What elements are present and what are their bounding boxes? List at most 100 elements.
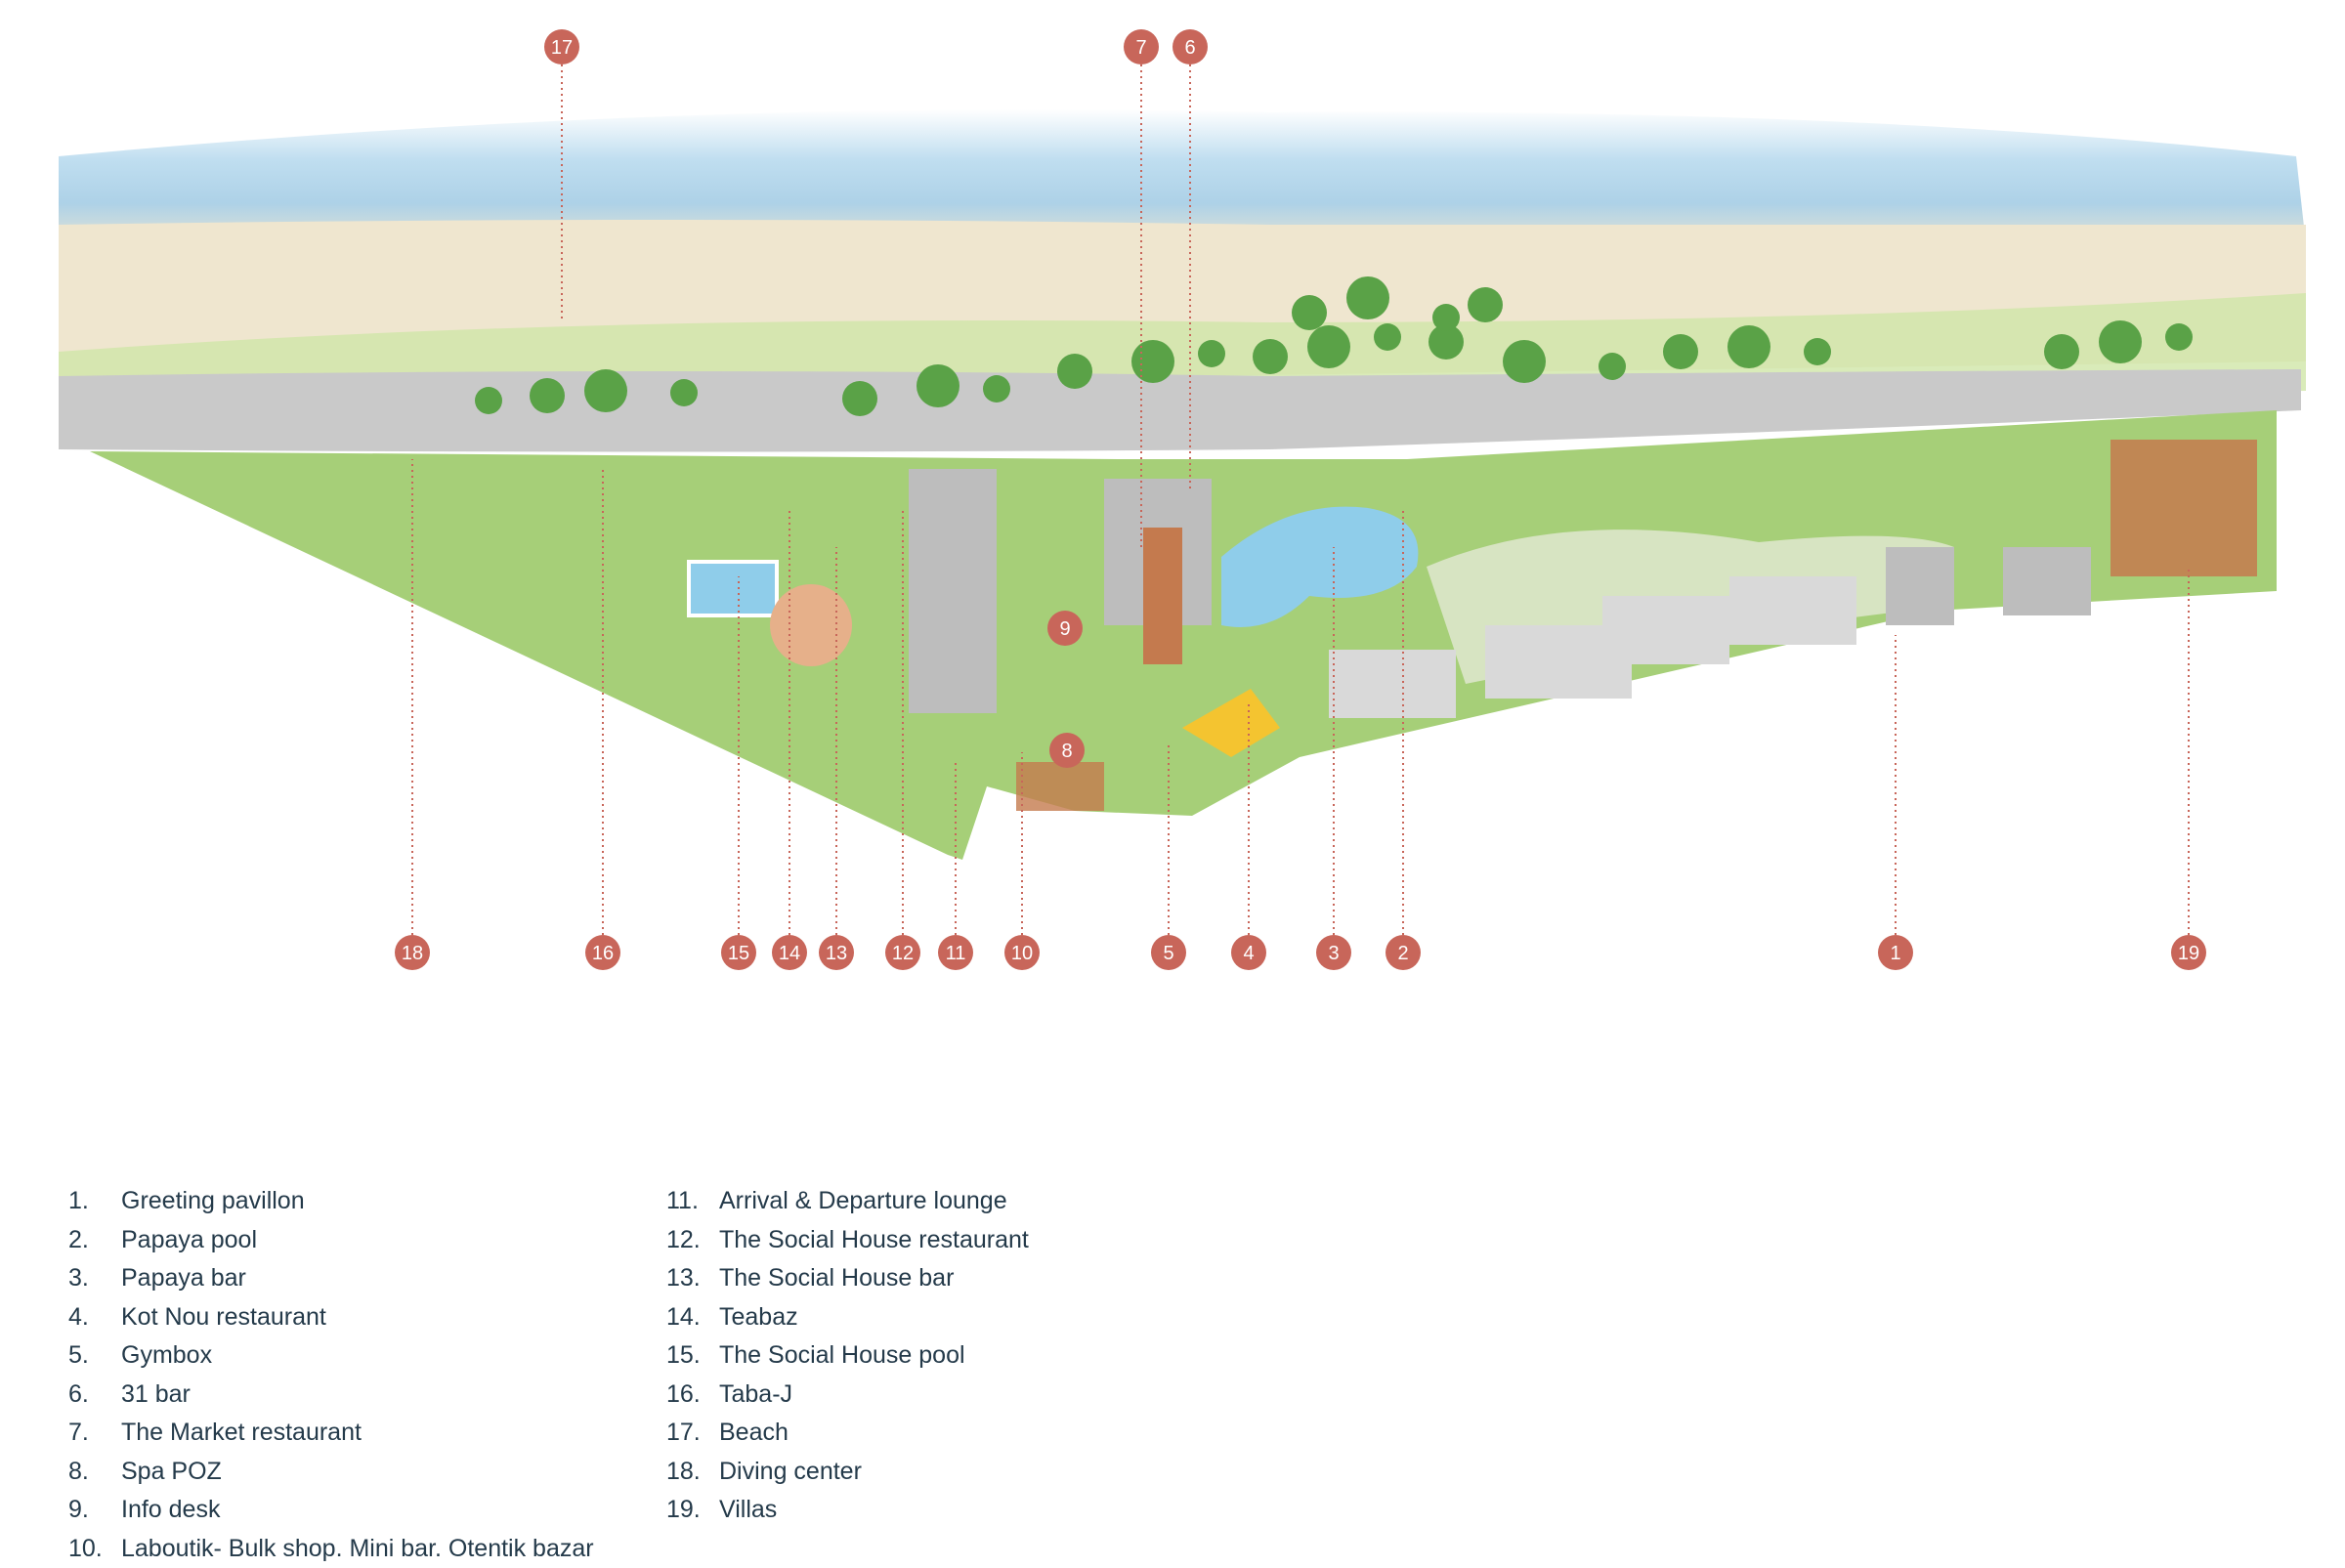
legend-item: 14.Teabaz — [666, 1298, 1029, 1337]
legend-item: 12.The Social House restaurant — [666, 1221, 1029, 1260]
legend-label: Arrival & Departure lounge — [719, 1187, 1007, 1215]
tree — [2099, 320, 2142, 363]
legend-number: 7. — [68, 1419, 121, 1447]
legend-item: 9.Info desk — [68, 1491, 594, 1530]
tree — [1346, 276, 1389, 319]
marker-label-6: 6 — [1184, 37, 1195, 59]
legend-item: 11.Arrival & Departure lounge — [666, 1182, 1029, 1221]
marker-label-2: 2 — [1397, 943, 1408, 964]
legend-item: 18.Diving center — [666, 1453, 1029, 1492]
marker-label-18: 18 — [402, 943, 423, 964]
main-building — [909, 469, 997, 713]
legend-label: 31 bar — [121, 1380, 191, 1409]
legend-number: 15. — [666, 1341, 719, 1370]
legend-number: 4. — [68, 1303, 121, 1332]
legend-label: Laboutik- Bulk shop. Mini bar. Otentik b… — [121, 1535, 594, 1563]
legend-label: Villas — [719, 1496, 777, 1524]
legend-number: 13. — [666, 1264, 719, 1293]
legend-item: 16.Taba-J — [666, 1376, 1029, 1415]
legend-label: The Social House bar — [719, 1264, 954, 1293]
tree — [1253, 339, 1288, 374]
lagoon-villas-3 — [1602, 596, 1729, 664]
marker-label-8: 8 — [1061, 741, 1072, 762]
marker-label-7: 7 — [1135, 37, 1146, 59]
marker-label-15: 15 — [728, 943, 749, 964]
tree — [1804, 338, 1831, 365]
legend-number: 5. — [68, 1341, 121, 1370]
marker-label-12: 12 — [892, 943, 914, 964]
resort-grounds — [90, 410, 2277, 860]
lagoon-villas-1 — [1329, 650, 1456, 718]
legend-number: 17. — [666, 1419, 719, 1447]
tree — [2165, 323, 2193, 351]
legend-number: 1. — [68, 1187, 121, 1215]
tree — [584, 369, 627, 412]
social-house-terrace — [770, 584, 852, 666]
marker-label-4: 4 — [1243, 943, 1254, 964]
legend-label: Info desk — [121, 1496, 220, 1524]
legend-number: 3. — [68, 1264, 121, 1293]
tree — [1057, 354, 1092, 389]
marker-label-14: 14 — [779, 943, 800, 964]
legend-number: 14. — [666, 1303, 719, 1332]
legend-item: 8.Spa POZ — [68, 1453, 594, 1492]
legend-number: 8. — [68, 1458, 121, 1486]
tree — [1131, 340, 1174, 383]
marker-label-9: 9 — [1059, 618, 1070, 640]
tree — [1307, 325, 1350, 368]
legend-label: Papaya bar — [121, 1264, 246, 1293]
lagoon-villas-4 — [1729, 576, 1856, 645]
market-roof — [1143, 528, 1182, 606]
tree — [1663, 334, 1698, 369]
tree — [1198, 340, 1225, 367]
villas-block — [2110, 440, 2257, 576]
legend-item: 15.The Social House pool — [666, 1336, 1029, 1376]
legend-item: 19.Villas — [666, 1491, 1029, 1530]
car-park-2 — [2003, 547, 2091, 615]
legend-label: The Social House pool — [719, 1341, 965, 1370]
legend-item: 5.Gymbox — [68, 1336, 594, 1376]
tree — [983, 375, 1010, 403]
tree — [1503, 340, 1546, 383]
marker-label-11: 11 — [946, 943, 966, 964]
legend-number: 2. — [68, 1226, 121, 1254]
legend-label: Spa POZ — [121, 1458, 222, 1486]
legend-label: Taba-J — [719, 1380, 792, 1409]
legend-label: The Social House restaurant — [719, 1226, 1029, 1254]
legend-label: Papaya pool — [121, 1226, 257, 1254]
legend-label: Gymbox — [121, 1341, 212, 1370]
tree — [1432, 304, 1460, 331]
legend-item: 2.Papaya pool — [68, 1221, 594, 1260]
marker-label-17: 17 — [551, 37, 573, 59]
legend-label: The Market restaurant — [121, 1419, 362, 1447]
legend-item: 7.The Market restaurant — [68, 1414, 594, 1453]
tree — [842, 381, 877, 416]
legend-number: 19. — [666, 1496, 719, 1524]
tree — [1599, 353, 1626, 380]
social-house-pool — [689, 562, 777, 615]
tree — [475, 387, 502, 414]
tree — [917, 364, 959, 407]
marker-label-5: 5 — [1163, 943, 1173, 964]
legend-label: Diving center — [719, 1458, 862, 1486]
legend-number: 6. — [68, 1380, 121, 1409]
tree — [1468, 287, 1503, 322]
map-terrain — [59, 109, 2306, 860]
marker-label-1: 1 — [1890, 943, 1900, 964]
marker-label-10: 10 — [1011, 943, 1033, 964]
market-roof-2 — [1143, 606, 1182, 664]
legend-item: 10.Laboutik- Bulk shop. Mini bar. Otenti… — [68, 1530, 594, 1568]
tree — [1727, 325, 1770, 368]
legend-label: Kot Nou restaurant — [121, 1303, 326, 1332]
tree — [670, 379, 698, 406]
legend-number: 11. — [666, 1187, 719, 1215]
legend-number: 18. — [666, 1458, 719, 1486]
tree — [1374, 323, 1401, 351]
spa-building — [1016, 762, 1104, 811]
legend-number: 9. — [68, 1496, 121, 1524]
tree — [2044, 334, 2079, 369]
legend-label: Teabaz — [719, 1303, 798, 1332]
